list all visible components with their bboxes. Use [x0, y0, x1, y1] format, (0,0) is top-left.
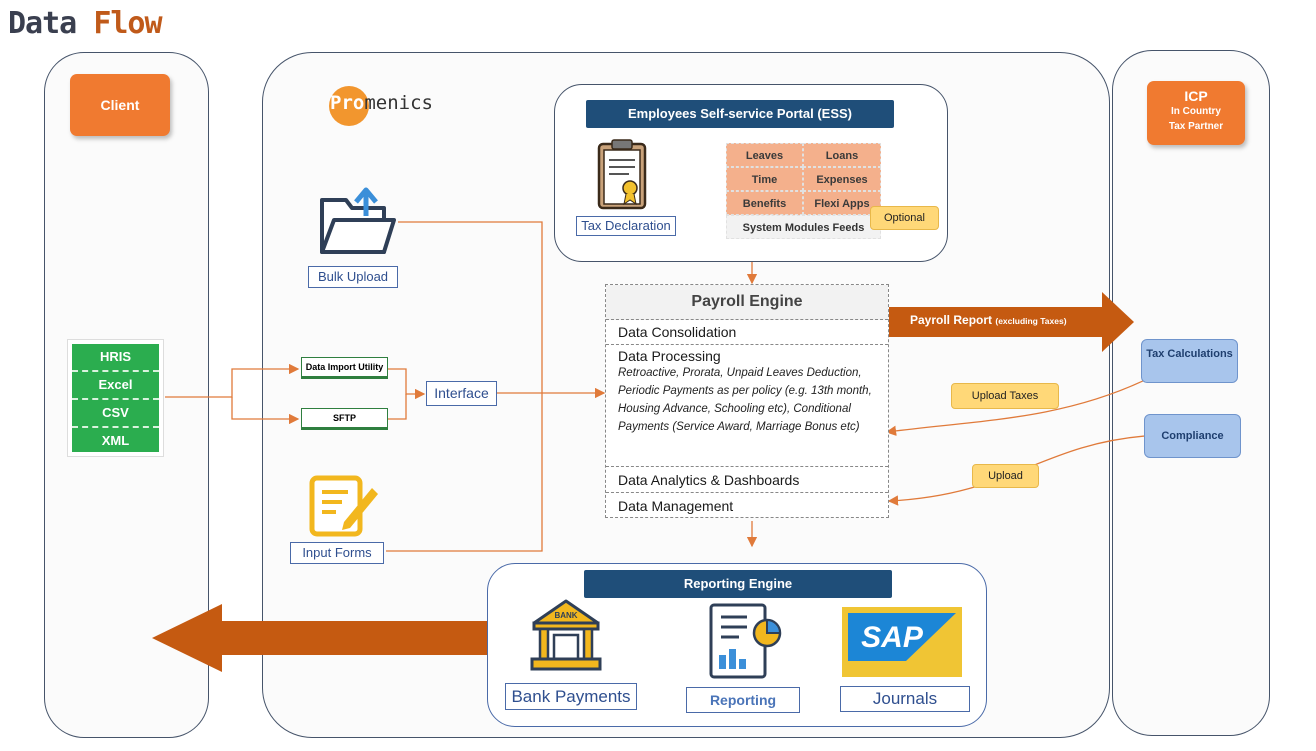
icp-line2: In Country: [1171, 106, 1221, 117]
promenics-logo-circle: [329, 86, 369, 126]
data-consolidation[interactable]: Data Consolidation: [606, 320, 888, 345]
icp-line3: Tax Partner: [1168, 121, 1224, 132]
output-arrow: [152, 604, 500, 672]
icp-button[interactable]: ICP In Country Tax Partner: [1147, 81, 1245, 145]
data-management[interactable]: Data Management: [618, 498, 734, 514]
bank-sign-text: BANK: [554, 611, 577, 620]
page-title: Data Flow: [8, 6, 163, 41]
data-analytics-dashboards[interactable]: Data Analytics & Dashboards: [606, 467, 888, 493]
reporting-label[interactable]: Reporting: [686, 687, 800, 713]
tax-calculations-button[interactable]: Tax Calculations: [1141, 339, 1238, 383]
icp-title: ICP: [1184, 88, 1208, 104]
sap-logo-text: SAP: [861, 621, 924, 654]
input-forms-label[interactable]: Input Forms: [290, 542, 384, 564]
folder-upload-icon: [320, 187, 396, 254]
data-import-utility-box[interactable]: Data Import Utility: [301, 357, 388, 379]
module-flexi-apps[interactable]: Flexi Apps: [803, 191, 881, 215]
tax-declaration-label[interactable]: Tax Declaration: [576, 216, 676, 236]
module-loans[interactable]: Loans: [803, 143, 881, 167]
client-sources-list: HRIS Excel CSV XML: [68, 340, 163, 456]
optional-badge: Optional: [870, 206, 939, 230]
source-excel: Excel: [72, 372, 159, 400]
payroll-report-arrow: [883, 292, 1134, 352]
source-hris: HRIS: [72, 344, 159, 372]
report-chart-icon: [709, 603, 782, 679]
payroll-engine-title: Payroll Engine: [606, 285, 888, 320]
data-processing-section[interactable]: Data Processing Retroactive, Prorata, Un…: [606, 345, 888, 467]
upload-taxes-badge: Upload Taxes: [951, 383, 1059, 409]
sap-logo-icon: SAP: [848, 613, 956, 661]
data-processing-detail: Retroactive, Prorata, Unpaid Leaves Dedu…: [618, 367, 872, 433]
source-xml: XML: [101, 433, 130, 448]
tax-declaration-icon: [597, 139, 647, 210]
ess-modules-grid: Leaves Loans Time Expenses Benefits Flex…: [726, 143, 881, 239]
module-expenses[interactable]: Expenses: [803, 167, 881, 191]
module-benefits[interactable]: Benefits: [726, 191, 803, 215]
payroll-engine-box: Payroll Engine Data Consolidation Data P…: [605, 284, 889, 518]
bank-payments-label[interactable]: Bank Payments: [505, 683, 637, 710]
payroll-report-label: Payroll Report (excluding Taxes): [910, 313, 1067, 327]
bank-icon: BANK: [530, 599, 602, 671]
data-processing-label: Data Processing: [618, 348, 721, 364]
promenics-logo: Promenics: [330, 92, 433, 114]
interface-box[interactable]: Interface: [426, 381, 497, 406]
source-csv: CSV: [72, 400, 159, 428]
bulk-upload-label[interactable]: Bulk Upload: [308, 266, 398, 288]
client-button[interactable]: Client: [70, 74, 170, 136]
module-leaves[interactable]: Leaves: [726, 143, 803, 167]
form-edit-icon: [309, 475, 378, 537]
ess-title: Employees Self-service Portal (ESS): [586, 100, 894, 128]
reporting-engine-title: Reporting Engine: [584, 570, 892, 598]
module-time[interactable]: Time: [726, 167, 803, 191]
sftp-box[interactable]: SFTP: [301, 408, 388, 430]
icp-panel: [1112, 50, 1270, 736]
journals-label[interactable]: Journals: [840, 686, 970, 712]
compliance-button[interactable]: Compliance: [1144, 414, 1241, 458]
system-modules-feeds[interactable]: System Modules Feeds: [726, 215, 881, 239]
upload-badge: Upload: [972, 464, 1039, 488]
